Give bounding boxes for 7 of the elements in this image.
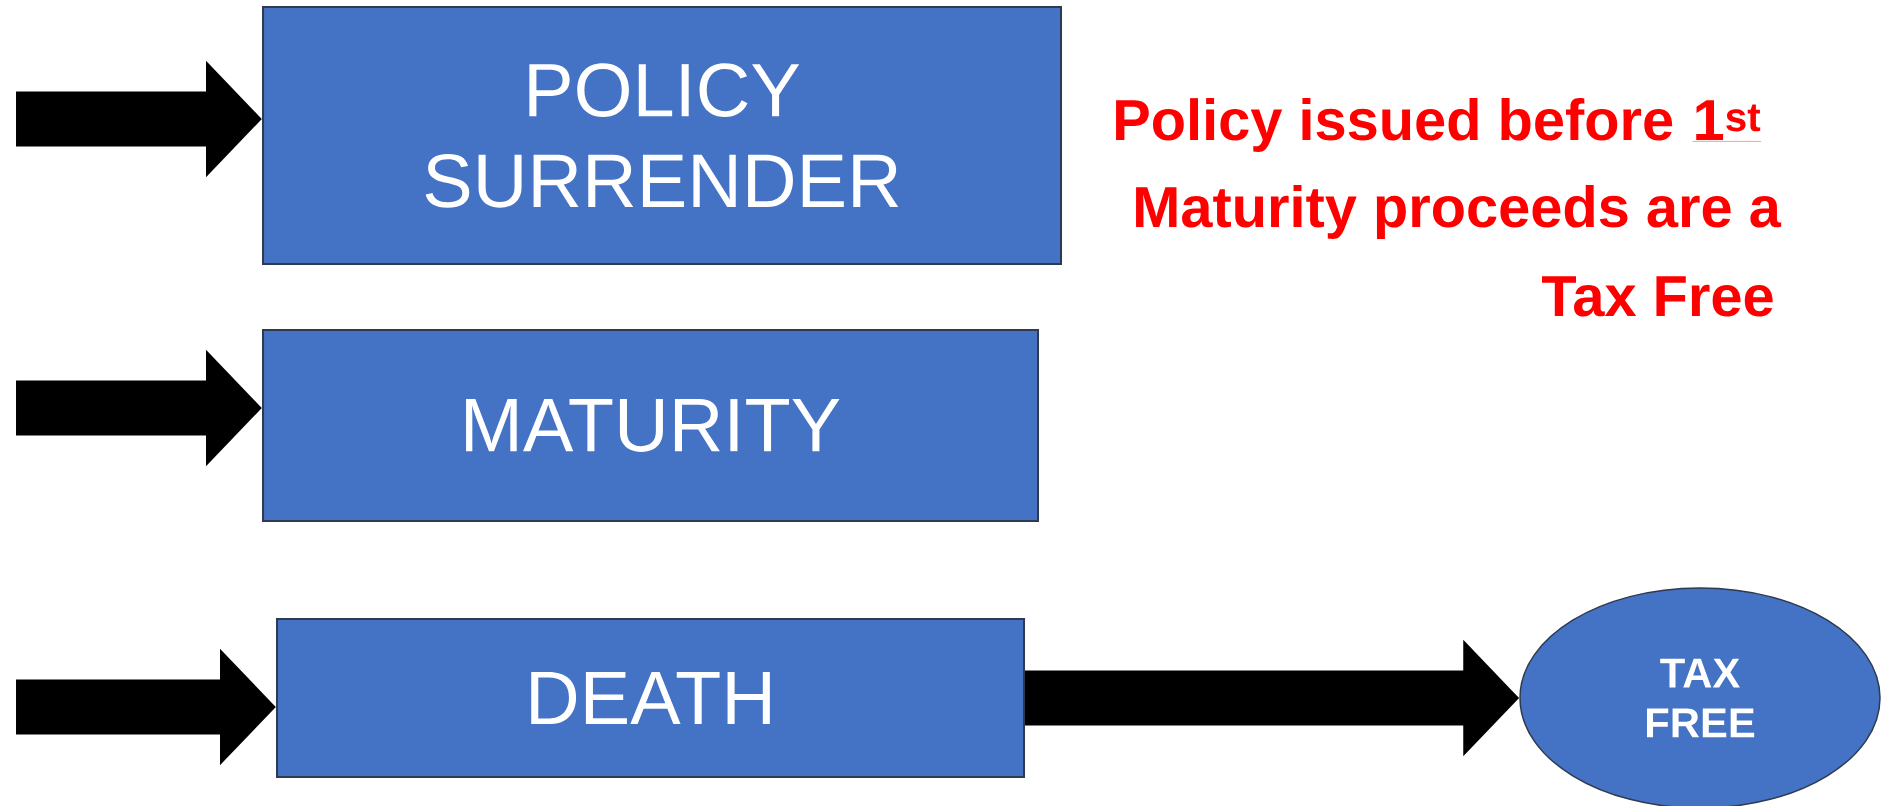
process-box: POLICY SURRENDER <box>262 6 1062 265</box>
notice-text: Maturity proceeds are a <box>1136 185 1782 239</box>
process-box: MATURITY <box>262 329 1039 522</box>
notice-text: Tax Free <box>1541 276 1773 317</box>
process-box: DEATH <box>276 618 1025 778</box>
notice-text: Policy issued before <box>1116 98 1673 152</box>
notice-text: 1$^{st}$ <box>1692 100 1762 142</box>
